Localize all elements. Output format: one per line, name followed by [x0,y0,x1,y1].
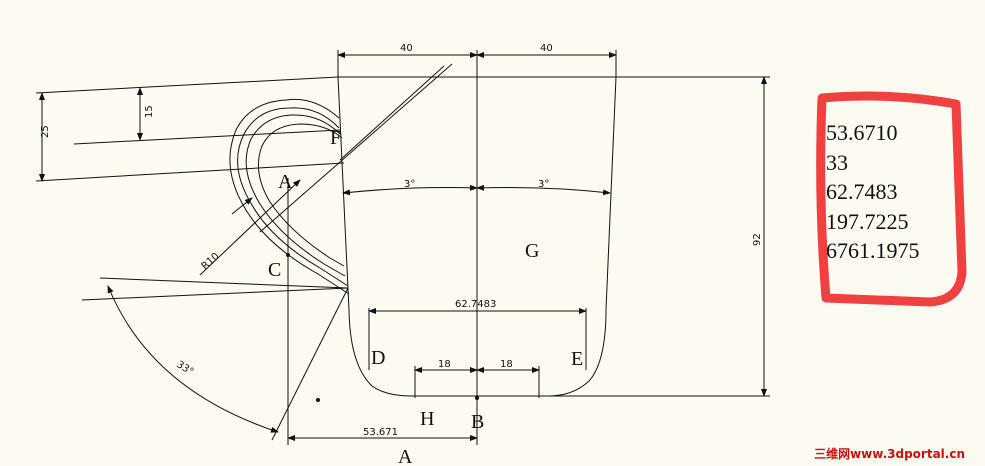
highlight-box [816,91,967,307]
dim-top-left: 40 [400,43,413,54]
dim-angle-right: 3° [538,179,549,190]
dim-bottom-right: 18 [500,359,513,370]
dim-angle-arc: 33° [174,359,195,378]
dim-offset: 53.671 [363,427,398,438]
height-dimension: 92 [548,76,770,397]
dim-mid-width: 62.7483 [455,299,496,310]
radius-dimension: R10 [200,179,301,276]
dim-bottom-left: 18 [438,359,451,370]
handle-outline [229,98,350,295]
label-f: F [330,127,341,149]
angle-arc-dimension: 33° [81,277,349,441]
top-dimension: 40 40 [337,43,617,77]
mid-width-dimension: 62.7483 [368,299,587,370]
dim-top-right: 40 [540,43,553,54]
dim-left-15: 15 [144,105,155,118]
construction-upper [339,65,445,161]
angle-dimension: 3° 3° [342,179,611,196]
result-value: 6761.1975 [826,238,920,263]
result-value: 62.7483 [826,179,898,204]
results-list: 53.6710 33 62.7483 197.7225 6761.1975 [826,118,920,266]
label-c: C [268,259,281,281]
label-g: G [525,240,539,262]
point-labels: A A B C D E F G H [268,127,583,466]
label-b: B [471,411,484,433]
label-h: H [420,408,434,430]
dim-left-25: 25 [40,125,51,138]
label-a-bottom: A [398,446,413,466]
result-value: 33 [826,149,848,175]
dim-radius: R10 [200,251,222,272]
bottom-dimension: 18 18 [414,359,540,400]
label-e: E [571,348,583,370]
label-a-top: A [278,171,293,193]
dim-angle-left: 3° [404,179,415,190]
watermark: 三维网www.3dportal.cn [814,447,965,461]
construction-diagonal [259,63,453,233]
dim-height: 92 [752,233,763,246]
label-d: D [371,347,385,369]
result-value: 53.6710 [826,120,898,145]
result-value: 197.7225 [826,208,909,234]
left-dimension: 25 15 [35,76,345,182]
